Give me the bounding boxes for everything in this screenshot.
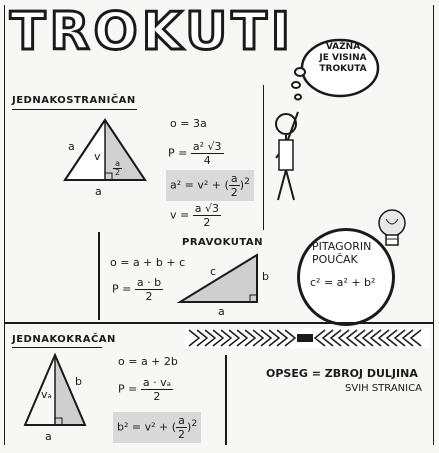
equilateral-side-left: a xyxy=(68,140,75,153)
frame-right xyxy=(433,5,434,445)
pythagoras-line-2: POUČAK xyxy=(312,253,358,266)
right-heading: PRAVOKUTAN xyxy=(182,237,264,248)
equilateral-pyth-lhs: a² = v² + xyxy=(170,178,221,192)
thought-line-3: TROKUTA xyxy=(319,64,367,74)
equilateral-pyth-num: a xyxy=(228,172,240,186)
right-area-prefix: P = xyxy=(112,282,132,296)
equilateral-pyth-exp: 2 xyxy=(244,175,250,187)
perimeter-note-line-1: OPSEG = ZBROJ DULJINA xyxy=(266,367,418,380)
pythagoras-formula: c² = a² + b² xyxy=(310,276,376,289)
thought-line-1: VAŽNA xyxy=(325,42,361,52)
isosceles-leg-label: b xyxy=(75,375,82,388)
isosceles-pyth-exp: 2 xyxy=(191,417,198,429)
isosceles-perimeter: o = a + 2b xyxy=(118,355,178,368)
isosceles-pyth-lhs: b² = v² + xyxy=(117,420,169,434)
lightbulb-icon xyxy=(378,209,406,246)
pythagoras-title: PITAGORIN POUČAK xyxy=(312,240,371,266)
isosceles-pyth-num: a xyxy=(176,414,188,428)
right-hyp-label: c xyxy=(210,265,217,278)
equilateral-area-den: 4 xyxy=(203,154,211,167)
isosceles-height-label: vₐ xyxy=(41,388,52,401)
isosceles-pyth-den: 2 xyxy=(178,428,186,441)
pythagoras-line-1: PITAGORIN xyxy=(312,240,372,253)
arrow-banner-decoration xyxy=(185,328,430,348)
right-perimeter: o = a + b + c xyxy=(110,256,186,269)
equilateral-side-bottom: a xyxy=(95,185,102,198)
isosceles-heading-underline xyxy=(12,347,102,348)
equilateral-area-prefix: P = xyxy=(168,146,188,160)
equilateral-height-label: v xyxy=(94,150,101,163)
right-leg-b-label: b xyxy=(262,270,269,283)
equilateral-pyth-den: 2 xyxy=(230,186,238,199)
bottom-vertical-divider xyxy=(225,355,227,445)
equilateral-perimeter: o = 3a xyxy=(170,117,207,130)
thought-line-2: JE VISINA xyxy=(319,53,367,63)
isosceles-area-den: 2 xyxy=(153,390,161,403)
isosceles-area-num: a · vₐ xyxy=(140,376,173,390)
right-section-left-border xyxy=(98,232,100,320)
equilateral-heading-underline xyxy=(12,109,137,110)
isosceles-base-label: a xyxy=(45,430,52,443)
isosceles-heading: JEDNAKOKRAČAN xyxy=(12,334,116,345)
equilateral-half-den: 2 xyxy=(115,168,121,177)
frame-left xyxy=(4,5,5,445)
pythagoras-circle xyxy=(297,228,395,326)
equilateral-heading: JEDNAKOSTRANIČAN xyxy=(12,95,136,106)
right-area-num: a · b xyxy=(134,276,164,290)
right-area-den: 2 xyxy=(145,290,153,303)
equilateral-height-num: a √3 xyxy=(192,202,221,216)
perimeter-note-line-2: SVIH STRANICA xyxy=(345,383,422,394)
isosceles-triangle-figure xyxy=(23,352,87,426)
equilateral-triangle-figure xyxy=(63,118,147,181)
horizontal-divider xyxy=(4,322,434,324)
equilateral-area-num: a² √3 xyxy=(190,140,224,154)
thought-bubble xyxy=(291,38,380,101)
stick-figure-illustration xyxy=(275,111,299,201)
page-title: TROKUTI xyxy=(8,1,295,64)
thought-text: VAŽNA JE VISINA TROKUTA xyxy=(318,42,368,75)
isosceles-area-prefix: P = xyxy=(118,382,138,396)
equilateral-section xyxy=(8,85,264,230)
equilateral-half-num: a xyxy=(113,160,123,169)
right-leg-a-label: a xyxy=(218,305,225,318)
equilateral-height-prefix: v = xyxy=(170,208,190,222)
right-triangle-figure xyxy=(176,253,258,303)
equilateral-height-den: 2 xyxy=(203,216,211,229)
